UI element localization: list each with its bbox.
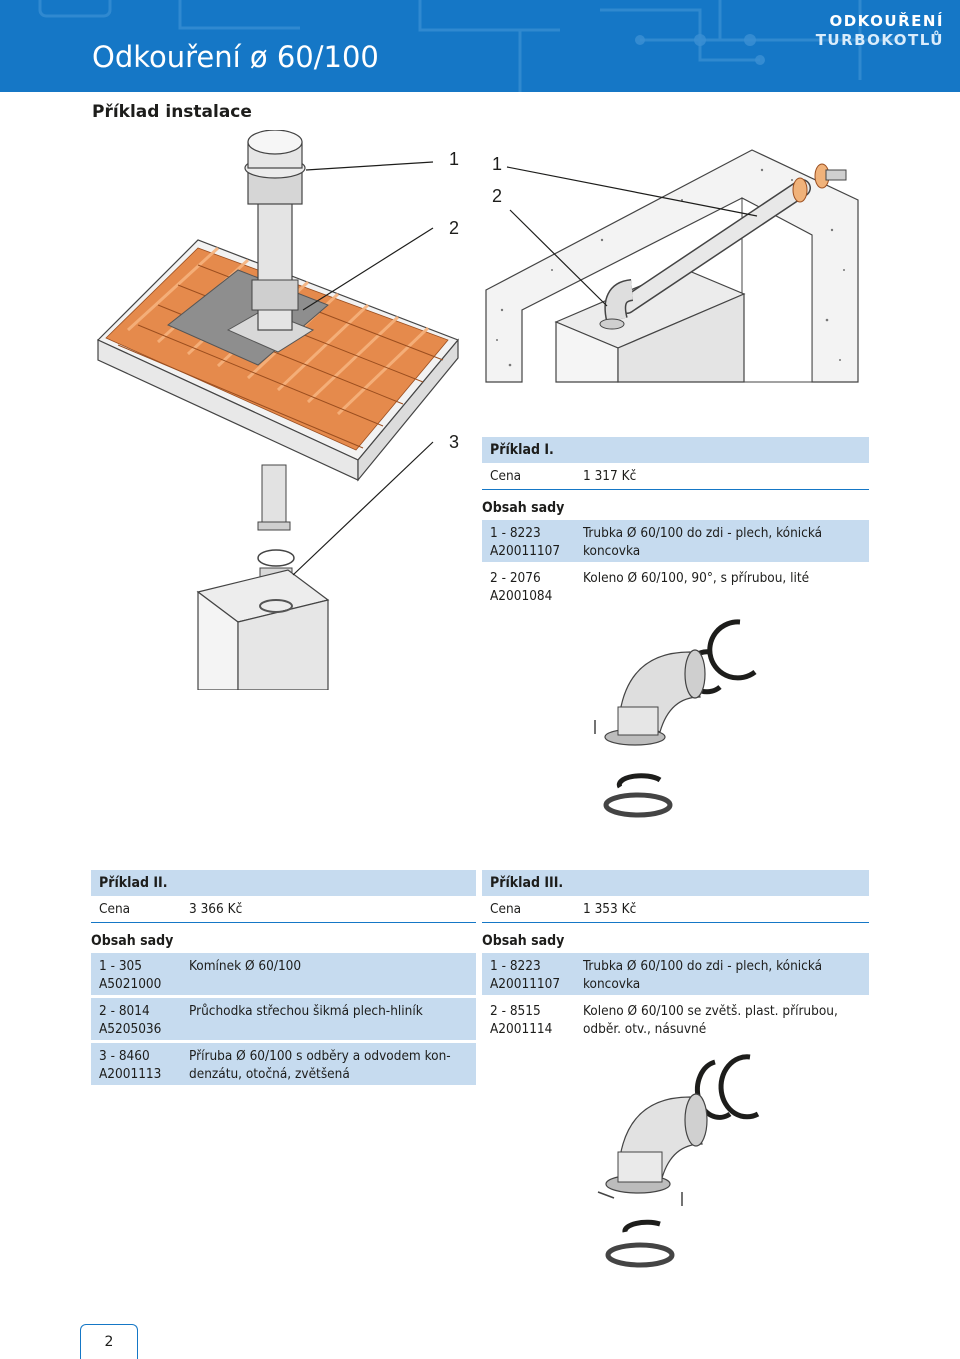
brand-line-1: ODKOUŘENÍ bbox=[829, 12, 944, 30]
example-2-heading: Příklad II. bbox=[91, 870, 476, 896]
page-title: Odkouření ø 60/100 bbox=[92, 40, 379, 74]
example-1-set-label: Obsah sady bbox=[482, 500, 565, 516]
page-number: 2 bbox=[80, 1324, 138, 1359]
example-3-price-label: Cena bbox=[490, 901, 522, 917]
brand-title: ODKOUŘENÍ TURBOKOTLŮ bbox=[816, 12, 944, 50]
example-1-table: Příklad I. Cena 1 317 Kč Obsah sady 1 - … bbox=[482, 437, 869, 610]
brand-line-2: TURBOKOTLŮ bbox=[815, 31, 944, 49]
callout-roof-2: 2 bbox=[449, 218, 460, 238]
page-header: Odkouření ø 60/100 ODKOUŘENÍ TURBOKOTLŮ bbox=[0, 0, 960, 92]
example-1-heading: Příklad I. bbox=[482, 437, 869, 463]
example-3-set-label: Obsah sady bbox=[482, 933, 565, 949]
item-description: Koleno Ø 60/100 se zvětš. plast. přírubo… bbox=[583, 1003, 838, 1037]
example-1-price-row: Cena 1 317 Kč bbox=[482, 463, 869, 490]
example-1-price-value: 1 317 Kč bbox=[583, 468, 637, 484]
wall-installation-illustration bbox=[485, 149, 859, 383]
elbow-plastic-illustration bbox=[597, 1054, 760, 1268]
example-1-price-label: Cena bbox=[490, 468, 522, 484]
elbow-cast-illustration bbox=[594, 619, 757, 818]
item-description: Komínek Ø 60/100 bbox=[189, 958, 302, 974]
item-description: Průchodka střechou šikmá plech-hliník bbox=[189, 1003, 423, 1019]
callout-roof-1: 1 bbox=[449, 149, 460, 169]
callout-wall-2: 2 bbox=[492, 186, 503, 206]
example-3-price-row: Cena 1 353 Kč bbox=[482, 896, 869, 923]
example-3-price-value: 1 353 Kč bbox=[583, 901, 637, 917]
header-circuit-pattern bbox=[38, 0, 900, 92]
example-2-price-value: 3 366 Kč bbox=[189, 901, 243, 917]
example-2-set-label: Obsah sady bbox=[91, 933, 174, 949]
example-2-price-label: Cena bbox=[99, 901, 131, 917]
roof-installation-illustration bbox=[96, 130, 459, 690]
callout-wall-1: 1 bbox=[492, 154, 503, 174]
item-description: Příruba Ø 60/100 s odběry a odvodem kon-… bbox=[189, 1048, 451, 1082]
callout-roof-3: 3 bbox=[449, 432, 460, 452]
section-subtitle: Příklad instalace bbox=[92, 102, 252, 122]
example-3-table: Příklad III. Cena 1 353 Kč Obsah sady 1 … bbox=[482, 870, 869, 1043]
example-2-price-row: Cena 3 366 Kč bbox=[91, 896, 476, 923]
example-2-table: Příklad II. Cena 3 366 Kč Obsah sady 1 -… bbox=[91, 870, 476, 1088]
item-description: Koleno Ø 60/100, 90°, s přírubou, lité bbox=[583, 570, 810, 586]
example-3-heading: Příklad III. bbox=[482, 870, 869, 896]
